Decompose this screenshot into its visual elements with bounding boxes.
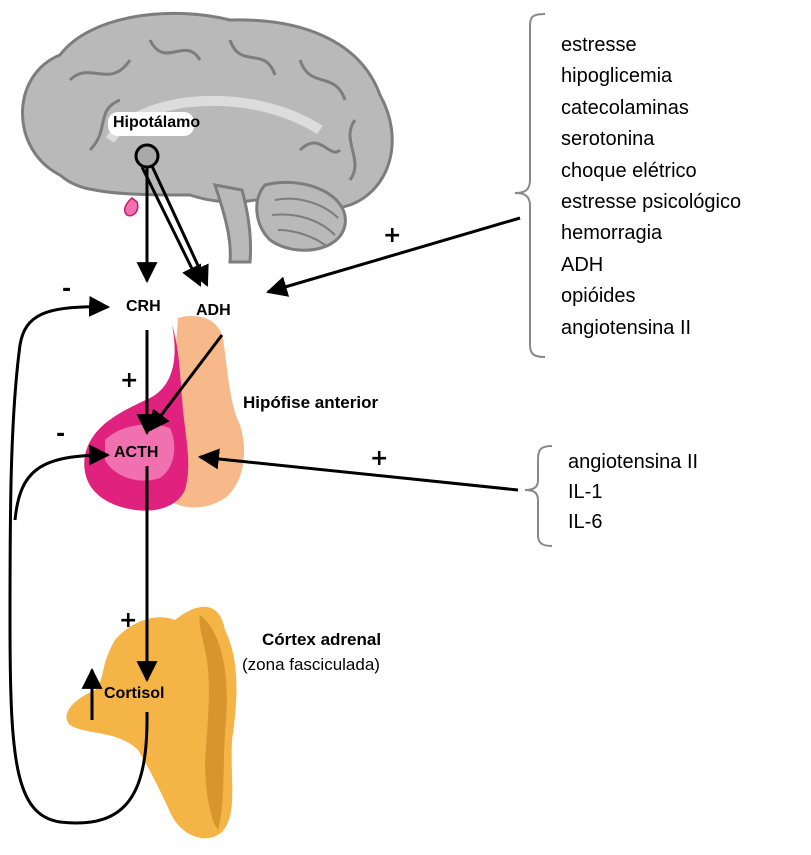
adh-stimulus-item: opióides	[561, 281, 741, 312]
feedback-acth-minus: -	[56, 422, 65, 447]
crh-to-acth-plus: +	[120, 368, 138, 393]
arrow-stimuli-to-acth	[200, 457, 518, 490]
crh-label: CRH	[126, 298, 161, 316]
adh-stimulus-item: estresse	[561, 30, 741, 61]
adh-stimulus-item: estresse psicológico	[561, 187, 741, 218]
adh-stimulus-item: hemorragia	[561, 218, 741, 249]
acth-stimulus-plus: +	[370, 446, 388, 471]
adh-stimulus-item: angiotensina II	[561, 313, 741, 344]
hypothalamus-marker	[136, 145, 158, 167]
feedback-crh-minus: -	[62, 277, 71, 302]
pituitary-anterior-lobe	[84, 325, 188, 511]
adh-stimulus-item: serotonina	[561, 124, 741, 155]
anterior-pituitary-label: Hipófise anterior	[243, 393, 378, 413]
adh-stimulus-plus: +	[383, 223, 401, 248]
adh-label: ADH	[196, 302, 231, 320]
brain-illustration	[23, 13, 393, 262]
brainstem	[215, 185, 251, 262]
brain-cerebrum	[23, 13, 393, 210]
adh-stimulus-item: ADH	[561, 250, 741, 281]
adh-stimulus-item: catecolaminas	[561, 93, 741, 124]
acth-stimulus-item: IL-1	[568, 477, 698, 507]
pituitary-stalk-small	[125, 198, 138, 216]
acth-label: ACTH	[114, 444, 158, 462]
cortisol-label: Cortisol	[104, 685, 164, 703]
acth-stimulus-item: IL-6	[568, 507, 698, 537]
adrenal-zone-label: (zona fasciculada)	[242, 655, 380, 675]
adrenal-cortex-label: Córtex adrenal	[262, 630, 381, 650]
brace-acth-stimuli	[525, 446, 552, 546]
acth-to-cortisol-plus: +	[119, 608, 137, 633]
adrenal-illustration	[66, 607, 236, 838]
adh-stimulus-item: hipoglicemia	[561, 61, 741, 92]
hypothalamus-label: Hipotálamo	[113, 114, 200, 132]
adh-stimulus-item: choque elétrico	[561, 156, 741, 187]
brace-adh-stimuli	[515, 14, 545, 357]
acth-stimulus-item: angiotensina II	[568, 447, 698, 477]
stimuli-braces	[515, 14, 552, 546]
